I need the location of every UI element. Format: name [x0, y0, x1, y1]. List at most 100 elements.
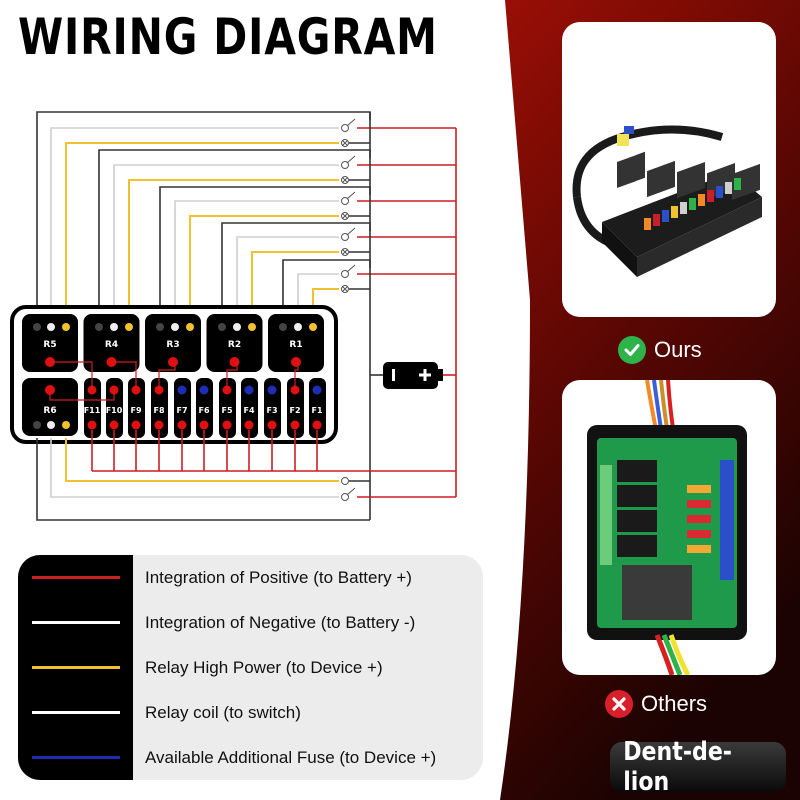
legend-item-label: Relay coil (to switch)	[145, 702, 301, 722]
relay-power-wire	[128, 179, 339, 315]
fuse-input-pin	[177, 385, 187, 395]
brand-name: Dent-de-lion	[623, 737, 732, 797]
legend-item-label: Integration of Negative (to Battery -)	[145, 612, 416, 632]
pin-positive	[168, 357, 178, 367]
relay-label: R4	[105, 340, 118, 350]
legend: Integration of Positive (to Battery +) In…	[18, 555, 483, 780]
lamp-icon	[341, 477, 349, 485]
pin-coil	[110, 323, 118, 331]
ours-badge: Ours	[618, 336, 702, 364]
relay-label: R1	[289, 340, 302, 350]
relay-label: R5	[43, 340, 56, 350]
fuse-label: F11	[84, 406, 101, 415]
switch-lever	[346, 155, 356, 164]
switch-lever	[346, 118, 356, 127]
pin-power	[248, 323, 256, 331]
fuse-output-pin	[244, 420, 254, 430]
relay-power-wire	[189, 215, 339, 315]
fuse-row	[644, 178, 741, 230]
coil-wire	[236, 236, 339, 315]
pin-negative	[279, 323, 287, 331]
fuse-output-pin	[177, 420, 187, 430]
pin-coil	[47, 323, 55, 331]
fuse-output-pin	[154, 420, 164, 430]
legend-swatch	[31, 756, 120, 759]
relay-power-wire	[65, 142, 339, 315]
jumper	[158, 362, 176, 390]
legend-swatch	[31, 711, 120, 714]
pin-power	[125, 323, 133, 331]
coil-wire	[50, 438, 339, 498]
fuse-input-pin	[267, 385, 277, 395]
switch-icon	[341, 197, 349, 205]
pin-coil	[294, 323, 302, 331]
coil-wire	[50, 127, 339, 315]
legend-swatch-row	[18, 645, 133, 690]
fuse-output-pin	[312, 420, 322, 430]
fuse-label: F7	[176, 406, 187, 415]
pin-negative	[156, 323, 164, 331]
jumper	[50, 361, 93, 390]
relay-label: R3	[166, 340, 179, 350]
relay-blocks	[617, 151, 760, 201]
battery-icon	[383, 362, 438, 389]
battery-terminal	[438, 369, 443, 381]
fuse-label: F4	[243, 406, 254, 415]
fuse-label: F10	[106, 406, 123, 415]
legend-swatch-row	[18, 735, 133, 780]
pin-power	[62, 323, 70, 331]
pin-negative	[33, 323, 41, 331]
fuse-label: F1	[311, 406, 322, 415]
pin-coil	[233, 323, 241, 331]
fuse-output-pin	[267, 420, 277, 430]
fuse-label: F2	[289, 406, 300, 415]
brand-logo: Dent-de-lion	[610, 737, 786, 797]
x-circle-icon	[605, 690, 633, 718]
legend-labels: Integration of Positive (to Battery +) In…	[133, 555, 483, 780]
switch-lever	[346, 264, 356, 273]
relay-power-wire	[65, 438, 339, 482]
relay-label: R6	[43, 406, 56, 416]
others-badge: Others	[605, 690, 707, 718]
fuse-label: F8	[153, 406, 164, 415]
legend-swatch-row	[18, 555, 133, 600]
pin-negative	[218, 323, 226, 331]
others-label: Others	[641, 691, 708, 716]
pin-power	[309, 323, 317, 331]
fuse-input-pin	[244, 385, 254, 395]
fuse-label: F6	[198, 406, 209, 415]
fuse-output-pin	[87, 420, 97, 430]
pin-coil	[171, 323, 179, 331]
fuse-label: F5	[221, 406, 232, 415]
ours-product-card	[562, 22, 776, 317]
switch-lever	[346, 487, 356, 496]
legend-item-label: Integration of Positive (to Battery +)	[145, 567, 412, 587]
jumper	[226, 362, 238, 390]
relay-label: R2	[228, 340, 241, 350]
negative-wire	[36, 438, 370, 521]
ours-label: Ours	[654, 337, 702, 362]
coil-wire	[174, 200, 339, 315]
battery-minus	[392, 369, 395, 381]
pin-negative	[33, 421, 41, 429]
fuse-output-pin	[131, 420, 141, 430]
jumper	[114, 361, 137, 390]
lamp-x	[342, 286, 348, 292]
competitor-board-image	[587, 380, 747, 675]
fuse-label: F9	[130, 406, 141, 415]
negative-wire	[98, 149, 371, 315]
switch-icon	[341, 161, 349, 169]
page-title: WIRING DIAGRAM	[18, 8, 438, 66]
fuse-output-pin	[290, 420, 300, 430]
lamp-x	[342, 140, 348, 146]
switch-icon	[341, 493, 349, 501]
battery-plus-v	[423, 369, 427, 381]
pin-positive	[106, 357, 117, 367]
coil-wire	[113, 164, 339, 315]
switch-icon	[341, 233, 349, 241]
legend-item-label: Relay High Power (to Device +)	[145, 657, 383, 677]
check-circle-icon	[618, 336, 646, 364]
legend-swatch	[31, 666, 120, 669]
legend-swatch-row	[18, 600, 133, 645]
